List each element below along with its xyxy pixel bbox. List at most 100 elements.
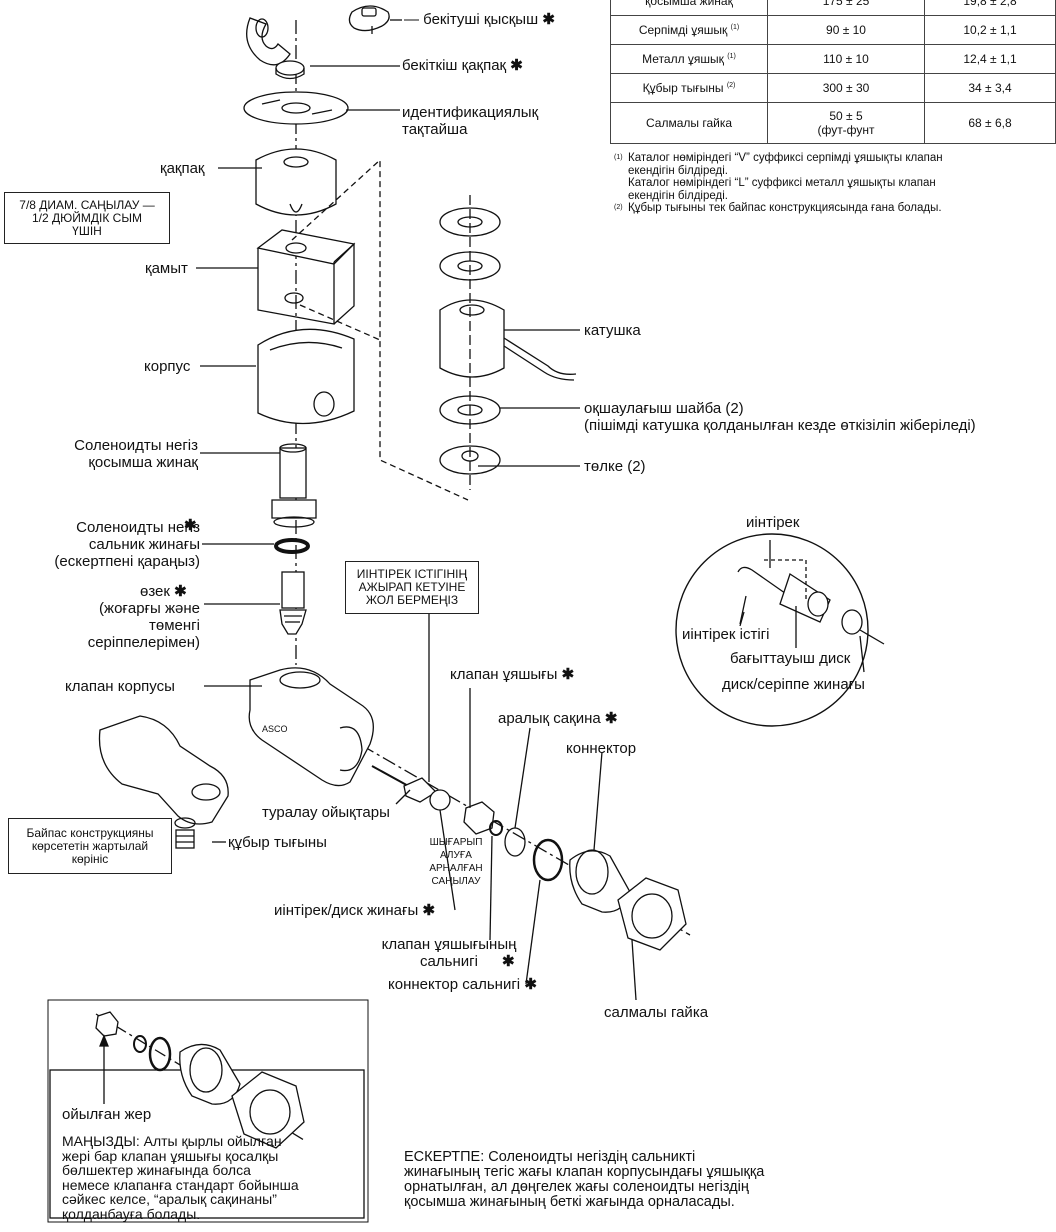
label-connector-gasket: коннектор сальнигі ✱ xyxy=(388,976,537,993)
torque-part-name: Құбыр тығыны (2) xyxy=(610,73,768,103)
torque-part-name: Салмалы гайка xyxy=(610,102,768,144)
inset-label-guide: бағыттауыш диск xyxy=(730,650,851,667)
valve-body-part: ASCO xyxy=(248,667,374,787)
torque-value-inlb: 300 ± 30 xyxy=(767,73,925,103)
label-valve-seat: клапан ұяшығы ✱ xyxy=(450,666,574,683)
solenoid-base-part xyxy=(271,443,317,528)
stem-warning-box: ИІНТІРЕК ІСТІГІНІҢ АЖЫРАП КЕТУІНЕ ЖОЛ БЕ… xyxy=(345,561,479,614)
torque-footnote-ref: (1) xyxy=(727,53,736,60)
asterisk-mark: ✱ xyxy=(502,953,515,970)
label-core: өзек ✱ xyxy=(140,583,187,600)
label-solenoid-gasket-text: Соленоидты негіз сальник жинағы (ескертп… xyxy=(54,519,200,570)
label-spacer: аралық сақина ✱ xyxy=(498,710,617,727)
footnote-1-mark: (1) xyxy=(614,154,623,161)
label-alignment-slots: туралау ойықтары xyxy=(262,804,390,821)
footnote-1b: Каталог нөміріндегі “L” суффиксі металл … xyxy=(628,177,936,202)
footnote-2-mark: (2) xyxy=(614,204,623,211)
label-valve-body: клапан корпусы xyxy=(65,678,175,695)
torque-value-inlb: 110 ± 10 xyxy=(767,44,925,74)
label-connector: коннектор xyxy=(566,740,637,757)
inset-lever-detail xyxy=(737,559,885,645)
valve-seat-part xyxy=(463,801,495,835)
core-part xyxy=(279,571,307,635)
label-retaining-cap: бекіткіш қақпақ ✱ xyxy=(402,57,523,74)
label-nameplate: идентификациялық тақтайша xyxy=(402,104,539,138)
svg-text:ASCO: ASCO xyxy=(262,724,288,734)
label-housing: корпус xyxy=(144,358,191,375)
torque-part-name: қосымша жинақ xyxy=(610,0,768,16)
seat-gasket-part xyxy=(489,820,503,836)
asterisk-mark: ✱ xyxy=(422,902,436,919)
label-insulating-washer: оқшаулағыш шайба (2) (пішімді катушка қо… xyxy=(584,400,976,434)
label-valve-seat-text: клапан ұяшығы xyxy=(450,666,558,683)
label-spacer-text: аралық сақина xyxy=(498,710,601,727)
torque-part-name-text: Серпімді ұяшық xyxy=(638,23,728,37)
asterisk-mark: ✱ xyxy=(184,517,197,534)
important-text: МАҢЫЗДЫ: Алты қырлы ойылған жері бар кла… xyxy=(62,1133,299,1222)
label-core-note: (жоғарғы және төменгі серіппелерімен) xyxy=(87,600,200,651)
torque-part-name-text: қосымша жинақ xyxy=(645,0,733,8)
connector-part xyxy=(569,849,631,913)
inset-label-stem: иінтірек істігі xyxy=(682,626,770,643)
gland-nut-part xyxy=(617,877,687,951)
bypass-view-part xyxy=(98,715,229,849)
label-core-text: өзек xyxy=(140,583,170,600)
label-connector-gasket-text: коннектор сальнигі xyxy=(388,976,521,993)
torque-part-name-text: Металл ұяшық xyxy=(642,52,724,66)
lever-disc-part xyxy=(371,765,451,811)
inset-box-outer xyxy=(47,999,369,1223)
torque-value-nm: 34 ± 3,4 xyxy=(924,73,1056,103)
inset-seat-detail xyxy=(95,1011,305,1149)
label-pipe-plug: құбыр тығыны xyxy=(228,834,327,851)
asterisk-mark: ✱ xyxy=(174,583,187,600)
inset-label-disc-spring: диск/серіппе жинағы xyxy=(722,676,865,693)
footnotes: (1) Каталог нөміріндегі “V” суффиксі сер… xyxy=(614,152,1054,215)
label-notch: ойылған жер xyxy=(62,1106,152,1123)
asterisk-mark: ✱ xyxy=(604,710,618,727)
connector-gasket-part xyxy=(532,838,564,882)
housing-part xyxy=(257,328,355,425)
asterisk-mark: ✱ xyxy=(561,666,575,683)
torque-footnote-ref: (1) xyxy=(730,24,740,31)
base-gasket-part xyxy=(274,538,310,554)
torque-value-inlb: 175 ± 25 xyxy=(767,0,925,16)
torque-part-name: Серпімді ұяшық (1) xyxy=(610,15,768,45)
label-coil: катушка xyxy=(584,322,641,339)
note-text: ЕСКЕРТПЕ: Соленоидты негіздің сальникті … xyxy=(404,1149,765,1210)
torque-footnote-ref: (2) xyxy=(726,82,736,89)
footnote-2-text: Құбыр тығыны тек байпас конструкциясында… xyxy=(628,202,942,214)
torque-value-nm: 68 ± 6,8 xyxy=(924,102,1056,144)
torque-value-inlb: 90 ± 10 xyxy=(767,15,925,45)
spacer-part xyxy=(504,827,526,857)
asterisk-mark: ✱ xyxy=(510,57,523,74)
inset-circle xyxy=(675,533,869,727)
inset-label-lever: иінтірек xyxy=(746,514,800,531)
torque-value-inlb: 50 ± 5 (фут-фунт xyxy=(767,102,925,144)
label-lever-disc-text: иінтірек/диск жинағы xyxy=(274,902,419,919)
clip-small-part xyxy=(348,5,390,34)
label-gland-nut: салмалы гайка xyxy=(604,1004,709,1021)
footnote-1: (1) Каталог нөміріндегі “V” суффиксі сер… xyxy=(614,152,1054,202)
torque-part-name-text: Салмалы гайка xyxy=(645,116,733,130)
footnote-1a: Каталог нөміріндегі “V” суффиксі серпімд… xyxy=(628,152,943,177)
nameplate-part xyxy=(243,91,349,125)
label-seat-gasket: клапан ұяшығының сальнигі xyxy=(381,936,517,970)
label-lever-disc: иінтірек/диск жинағы ✱ xyxy=(274,902,435,919)
yoke-part xyxy=(256,229,356,325)
coil-stack-part xyxy=(439,207,577,475)
retaining-cap-part xyxy=(275,60,305,80)
label-sleeve: төлке (2) xyxy=(584,458,646,475)
retaining-clip-part xyxy=(246,17,291,66)
torque-part-name: Металл ұяшық (1) xyxy=(610,44,768,74)
conduit-hole-box: 7/8 ДИАМ. САҢЫЛАУ — 1/2 ДЮЙМДІК СЫМ ҮШІН xyxy=(4,192,170,244)
label-retaining-clip-text: бекітуші қысқыш xyxy=(423,11,539,28)
label-solenoid-gasket: Соленоидты негіз сальник жинағы (ескертп… xyxy=(2,519,200,570)
